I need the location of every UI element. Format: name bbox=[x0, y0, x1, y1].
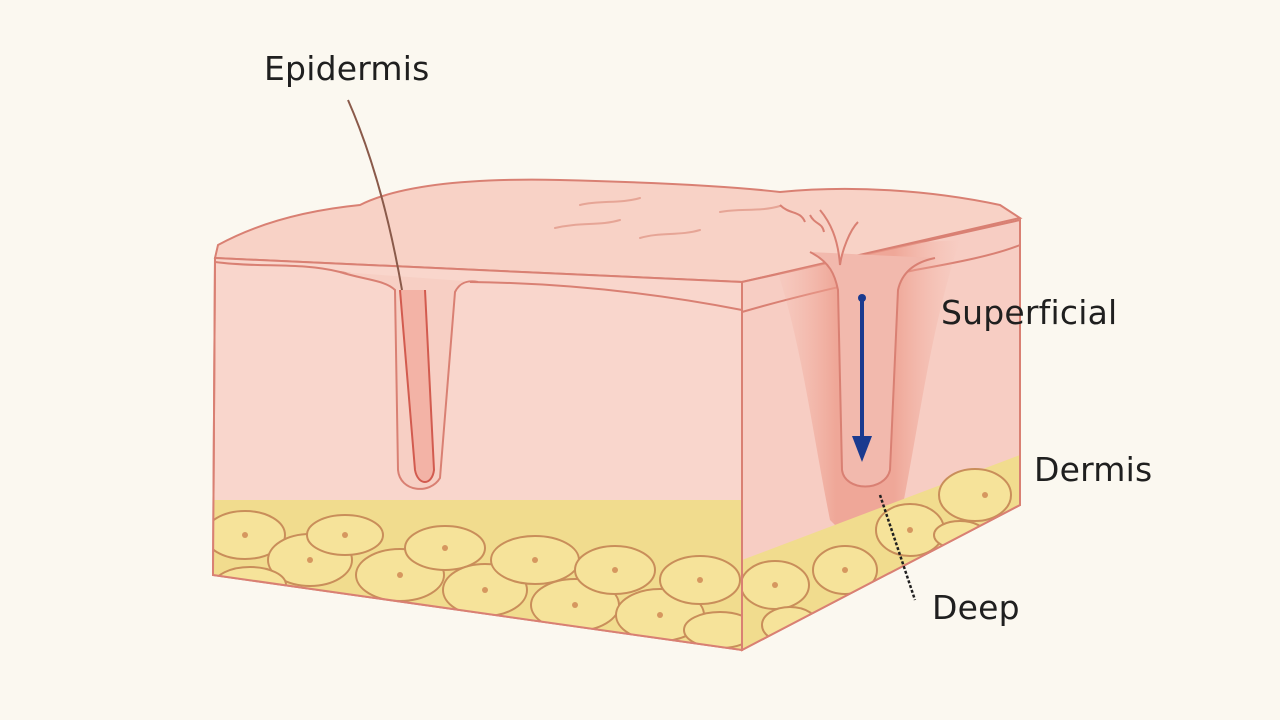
dermis-label: Dermis bbox=[1034, 450, 1153, 489]
epidermis-leader-line bbox=[347, 99, 403, 291]
superficial-label: Superficial bbox=[941, 293, 1118, 332]
deep-leader-line bbox=[878, 494, 917, 601]
deep-label: Deep bbox=[932, 588, 1020, 627]
wound-invagination bbox=[809, 251, 936, 488]
epidermis-label: Epidermis bbox=[264, 49, 430, 88]
down-arrow-icon bbox=[852, 294, 872, 462]
fat-layer-front bbox=[213, 500, 742, 650]
fat-layer-side bbox=[742, 455, 1020, 650]
